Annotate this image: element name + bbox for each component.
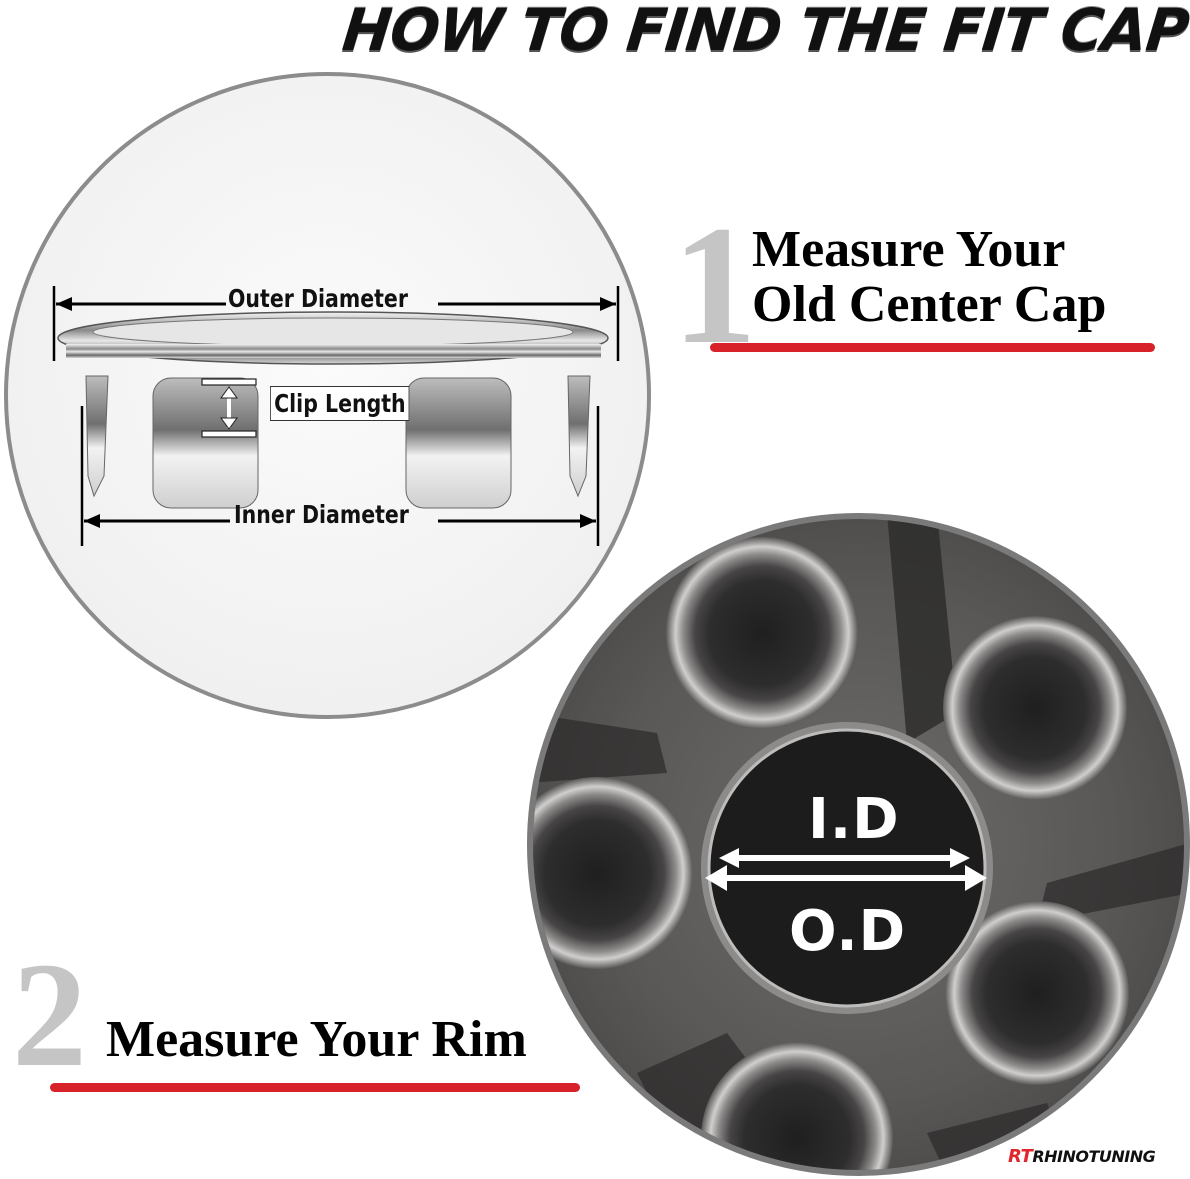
wheel-hub-diagram: I.D O.D — [527, 513, 1190, 1176]
brand-name: RHINOTUNING — [1032, 1147, 1156, 1166]
page-title: HOW TO FIND THE FIT CAP — [339, 0, 1190, 64]
step-2-heading: Measure Your Rim — [106, 1011, 527, 1068]
step-1-heading: Measure Your Old Center Cap — [752, 222, 1106, 332]
step-1-number: 1 — [672, 191, 757, 379]
step-2-underline — [50, 1083, 580, 1092]
wheel-hub-illustration — [533, 519, 1184, 1170]
brand-mark: RT — [1008, 1146, 1033, 1167]
step-1-line-2: Old Center Cap — [752, 276, 1107, 334]
center-cap-diagram — [4, 72, 651, 719]
outer-diameter-label: Outer Diameter — [228, 284, 408, 313]
inner-diameter-label: Inner Diameter — [234, 500, 409, 529]
center-cap-illustration — [52, 286, 620, 546]
step-1-underline — [710, 343, 1155, 352]
step-1-line-1: Measure Your — [752, 221, 1066, 278]
step-2-number: 2 — [12, 932, 87, 1098]
inner-diameter-marker: I.D — [808, 787, 900, 852]
clip-length-label: Clip Length — [270, 386, 410, 421]
outer-diameter-marker: O.D — [789, 899, 907, 964]
brand-logo: RTRHINOTUNING — [1008, 1146, 1156, 1167]
